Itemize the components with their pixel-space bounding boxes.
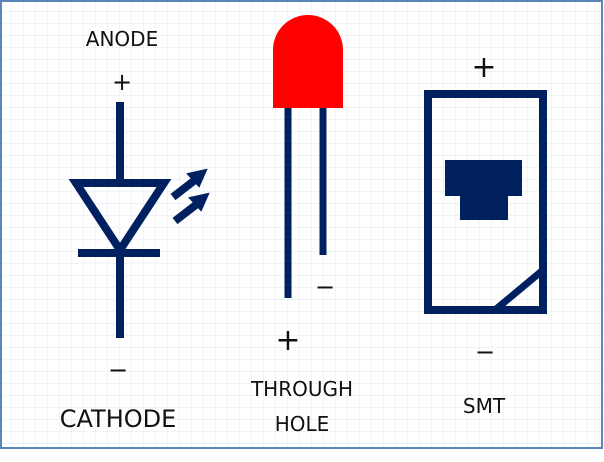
smt-label: SMT: [463, 394, 506, 418]
smt-led: [424, 90, 547, 314]
light-emission-arrows-icon: [170, 168, 210, 225]
cathode-label: CATHODE: [60, 405, 177, 433]
through-hole-led: [273, 15, 343, 298]
led-schematic-symbol: [68, 102, 210, 338]
smt-plus-sign: +: [471, 50, 496, 85]
through-hole-minus-sign: −: [315, 273, 335, 301]
smt-cathode-marker: [492, 267, 546, 313]
cathode-minus-sign: −: [108, 356, 128, 384]
diode-triangle: [68, 179, 172, 258]
frame-border: [0, 0, 603, 449]
anode-plus-sign: +: [112, 68, 132, 96]
through-hole-label-line1: THROUGH: [250, 377, 353, 401]
smt-minus-sign: −: [475, 338, 495, 366]
anode-label: ANODE: [86, 27, 158, 51]
smt-package-outline: [424, 90, 547, 314]
through-hole-plus-sign: +: [275, 323, 300, 358]
smt-die-pad: [445, 160, 522, 220]
led-dome: [273, 15, 343, 108]
through-hole-label-line2: HOLE: [275, 412, 330, 436]
